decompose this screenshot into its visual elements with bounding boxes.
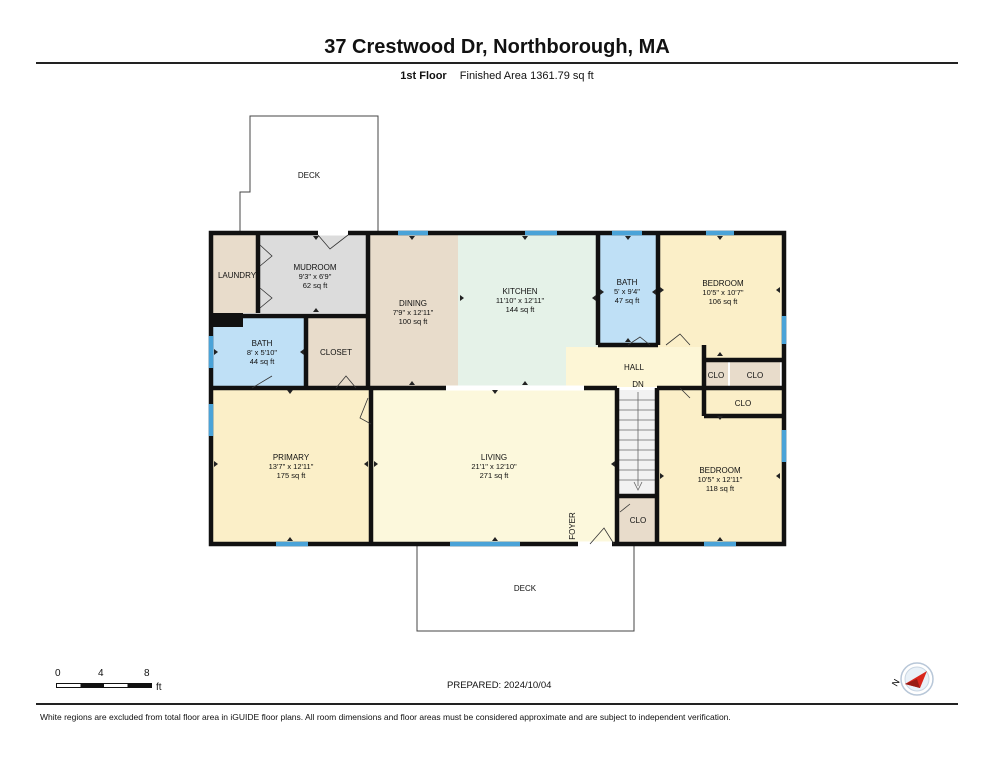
kitchen-area: 144 sq ft: [506, 305, 536, 314]
kitchen-label: KITCHEN: [502, 287, 537, 296]
bath-top-label: BATH: [617, 278, 638, 287]
scale-bar: 0 4 8 ft: [54, 668, 174, 698]
page-title: 37 Crestwood Dr, Northborough, MA: [324, 36, 670, 58]
bath-top-area: 47 sq ft: [615, 296, 641, 305]
scale-bar-graphic: [56, 683, 152, 688]
windows: [208, 230, 787, 547]
mudroom-dims: 9'3" x 6'9": [299, 272, 332, 281]
mudroom-area: 62 sq ft: [303, 281, 329, 290]
scale-label-4: 4: [98, 668, 104, 679]
scale-label-8: 8: [144, 668, 150, 679]
header-divider: [36, 62, 958, 64]
bedroom-bottom-label: BEDROOM: [699, 466, 741, 475]
finished-area: Finished Area 1361.79 sq ft: [459, 70, 594, 82]
disclaimer: White regions are excluded from total fl…: [40, 712, 731, 722]
hall-room: [566, 347, 706, 387]
bedroom-top-area: 106 sq ft: [709, 297, 739, 306]
bedroom-top-label: BEDROOM: [702, 279, 744, 288]
clo2-label: CLO: [747, 371, 763, 380]
clo4-label: CLO: [630, 516, 646, 525]
clo1-room: [706, 362, 728, 386]
laundry-label: LAUNDRY: [218, 271, 257, 280]
clo3-label: CLO: [735, 399, 751, 408]
deck-top-label: DECK: [298, 171, 321, 180]
stairs-down-label: DN: [632, 380, 644, 389]
primary-dims: 13'7" x 12'11": [269, 462, 314, 471]
bedroom-bottom-dims: 10'5" x 12'11": [698, 475, 743, 484]
bedroom-top-dims: 10'5" x 10'7": [702, 288, 743, 297]
living-dims: 21'1" x 12'10": [471, 462, 517, 471]
closet-room: [308, 316, 366, 387]
kitchen-dims: 11'10" x 12'11": [496, 296, 545, 305]
bedroom-top-room: [658, 235, 782, 359]
bath-left-room: [213, 318, 306, 387]
bath-left-dims: 8' x 5'10": [247, 348, 277, 357]
bath-top-room: [598, 235, 658, 345]
door-swings: [251, 234, 691, 545]
bedroom-bottom-area: 118 sq ft: [706, 484, 735, 493]
dimension-markers: [214, 236, 780, 541]
scale-label-0: 0: [55, 668, 61, 679]
primary-area: 175 sq ft: [277, 471, 307, 480]
dining-label: DINING: [399, 299, 427, 308]
foyer-label: FOYER: [568, 512, 577, 540]
bath-top-dims: 5' x 9'4": [614, 287, 640, 296]
stair-treads: [619, 392, 657, 491]
north-label: N: [890, 677, 902, 688]
deck-top-outline: [239, 115, 379, 232]
north-arrow-icon: N: [890, 662, 934, 696]
deck-bottom-label: DECK: [514, 584, 537, 593]
closet-label: CLOSET: [320, 348, 352, 357]
deck-bottom-outline: [416, 544, 635, 632]
chimney-block: [211, 313, 243, 327]
floor-label: 1st Floor: [400, 70, 447, 82]
door-openings: [318, 230, 612, 547]
mudroom-room: [258, 235, 368, 313]
mudroom-label: MUDROOM: [293, 263, 336, 272]
footer-divider: [36, 703, 958, 705]
floor-summary: 1st Floor Finished Area 1361.79 sq ft: [0, 70, 994, 82]
walls: [208, 230, 787, 547]
living-label: LIVING: [481, 453, 507, 462]
dining-dims: 7'9" x 12'11": [393, 308, 434, 317]
hall-label: HALL: [624, 363, 645, 372]
bath-left-label: BATH: [252, 339, 273, 348]
dining-room: [368, 235, 458, 387]
clo2-room: [730, 362, 780, 386]
scale-unit: ft: [156, 682, 162, 693]
clo4-room: [619, 497, 657, 542]
clo1-label: CLO: [708, 371, 724, 380]
primary-label: PRIMARY: [273, 453, 310, 462]
laundry-room: [213, 235, 258, 313]
living-area: 271 sq ft: [480, 471, 510, 480]
prepared-date: PREPARED: 2024/10/04: [447, 680, 552, 691]
bath-left-area: 44 sq ft: [250, 357, 276, 366]
primary-room: [213, 390, 370, 542]
dining-area: 100 sq ft: [399, 317, 429, 326]
living-room: [372, 390, 617, 542]
